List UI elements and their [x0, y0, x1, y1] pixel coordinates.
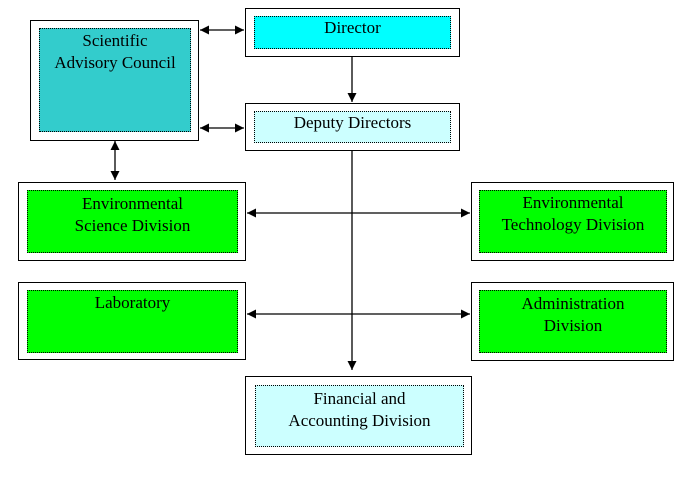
- node-fill: Scientific Advisory Council: [39, 28, 191, 132]
- node-label: Deputy Directors: [293, 113, 412, 132]
- node-label: Director: [324, 18, 381, 37]
- node-label: Laboratory: [94, 293, 171, 312]
- node-director: Director: [245, 8, 460, 57]
- node-fill: Administration Division: [479, 290, 667, 353]
- node-label: Environmental Science Division: [74, 194, 191, 235]
- node-fill: Director: [254, 16, 451, 49]
- node-label: Scientific Advisory Council: [54, 31, 176, 72]
- node-scientific-advisory-council: Scientific Advisory Council: [30, 20, 199, 141]
- node-administration-division: Administration Division: [471, 282, 674, 361]
- node-fill: Laboratory: [27, 290, 238, 353]
- node-financial-and-accounting-division: Financial and Accounting Division: [245, 376, 472, 455]
- node-fill: Environmental Science Division: [27, 190, 238, 253]
- node-fill: Deputy Directors: [254, 111, 451, 143]
- node-environmental-technology-division: Environmental Technology Division: [471, 182, 674, 261]
- node-label: Financial and Accounting Division: [288, 389, 431, 430]
- node-fill: Environmental Technology Division: [479, 190, 667, 253]
- node-label: Environmental Technology Division: [501, 193, 645, 234]
- node-environmental-science-division: Environmental Science Division: [18, 182, 246, 261]
- node-fill: Financial and Accounting Division: [255, 385, 464, 447]
- node-laboratory: Laboratory: [18, 282, 246, 360]
- node-deputy-directors: Deputy Directors: [245, 103, 460, 151]
- node-label: Administration Division: [521, 294, 625, 335]
